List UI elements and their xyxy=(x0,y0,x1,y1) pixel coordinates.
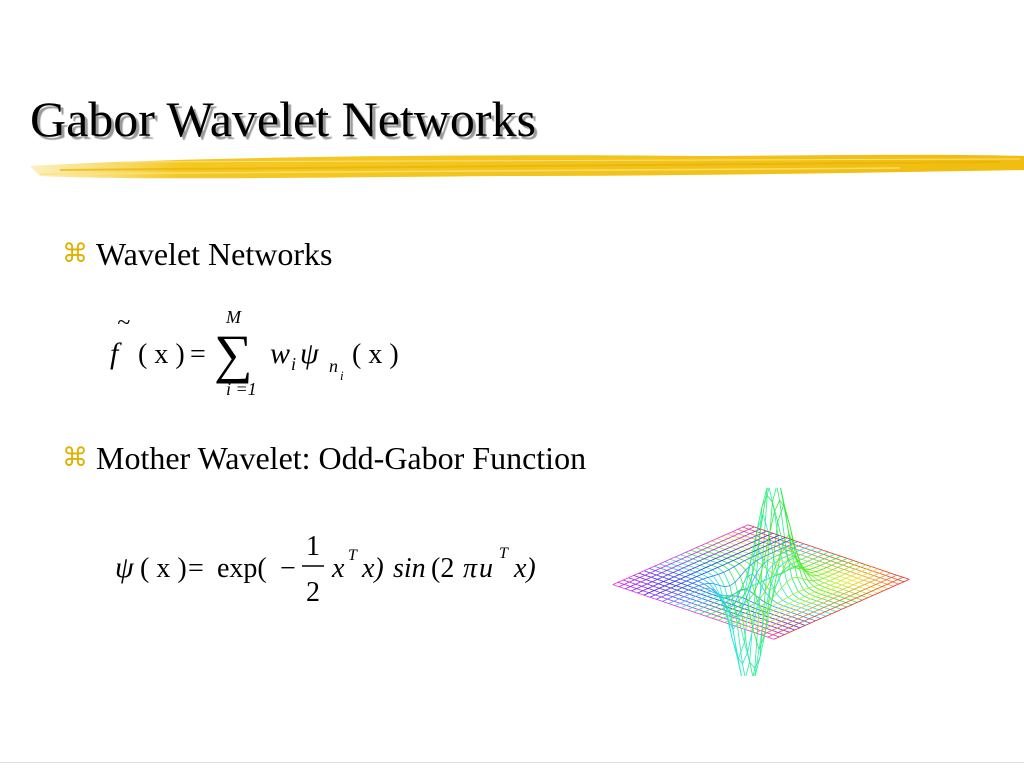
mesh-line xyxy=(631,530,767,592)
mesh-line xyxy=(612,524,749,585)
mesh-line xyxy=(662,541,798,602)
eq2-close: x) xyxy=(513,553,536,584)
eq2-minus: − xyxy=(280,553,296,584)
eq1-psi: ψ xyxy=(300,337,320,370)
eq2-pi: π xyxy=(463,553,478,584)
mesh-line xyxy=(637,532,773,594)
highlighter-brush-stroke xyxy=(30,154,1024,179)
bullet-mother-wavelet: ⌘ Mother Wavelet: Odd-Gabor Function xyxy=(62,442,586,474)
mesh-line xyxy=(749,570,885,632)
eq2-u: u xyxy=(479,553,493,584)
mesh-line xyxy=(724,562,860,623)
eq2-psi: ψ xyxy=(115,551,135,584)
mesh-line xyxy=(711,499,848,619)
mesh-line xyxy=(687,549,823,670)
mesh-line xyxy=(618,526,755,588)
odd-gabor-surface-plot xyxy=(612,488,910,676)
eq1-sigma: ∑ xyxy=(214,324,253,384)
eq1-n: n xyxy=(329,356,338,376)
eq2-equals: = xyxy=(188,553,204,584)
eq1-n-sub: i xyxy=(340,368,344,383)
eq2-numerator: 1 xyxy=(306,531,320,562)
mesh-line xyxy=(730,564,866,625)
mesh-line xyxy=(699,494,835,615)
mesh-line xyxy=(773,579,910,640)
eq2-denominator: 2 xyxy=(306,577,320,608)
eq2-transpose-2: T xyxy=(499,545,509,562)
eq1-f: f xyxy=(110,337,122,370)
eq2-sin: sin xyxy=(393,553,426,584)
bullet-text: Mother Wavelet: Odd-Gabor Function xyxy=(96,440,587,476)
eq1-lower-limit: i =1 xyxy=(226,379,257,399)
mesh-line xyxy=(705,488,842,617)
eq1-tilde: ~ xyxy=(117,310,130,336)
mesh-line xyxy=(693,551,829,613)
mesh-line xyxy=(755,572,891,634)
mesh-line xyxy=(767,576,904,638)
mesh-line xyxy=(674,545,811,665)
eq1-w: w xyxy=(270,337,290,370)
eq2-transpose: T xyxy=(348,547,358,564)
eq1-equals: = xyxy=(190,339,206,370)
eq2-x-paren: x) xyxy=(361,553,384,584)
command-key-icon: ⌘ xyxy=(62,443,88,473)
eq2-arg: ( x ) xyxy=(140,553,187,584)
mesh-line xyxy=(761,574,897,636)
eq1-arg: ( x ) xyxy=(138,339,185,370)
mesh-line xyxy=(736,566,873,627)
bullet-wavelet-networks: ⌘ Wavelet Networks xyxy=(62,238,332,270)
mesh-line xyxy=(649,537,786,598)
mesh-line xyxy=(643,534,780,596)
mesh-line xyxy=(625,528,761,590)
command-key-icon: ⌘ xyxy=(62,239,88,269)
mesh-line xyxy=(742,568,879,630)
eq1-upper-limit: M xyxy=(225,307,242,327)
mesh-line xyxy=(656,539,792,600)
mesh-line xyxy=(680,547,817,676)
mesh-line xyxy=(718,546,854,621)
eq1-w-sub: i xyxy=(291,354,296,374)
eq2-exp: exp( xyxy=(217,553,267,584)
eq1-arg2: ( x ) xyxy=(352,339,399,370)
slide-title: Gabor Wavelet Networks xyxy=(30,91,537,147)
eq2-open: (2 xyxy=(431,553,454,584)
eq2-x: x xyxy=(331,553,345,584)
bullet-text: Wavelet Networks xyxy=(96,236,333,272)
footer-divider xyxy=(0,762,1024,763)
